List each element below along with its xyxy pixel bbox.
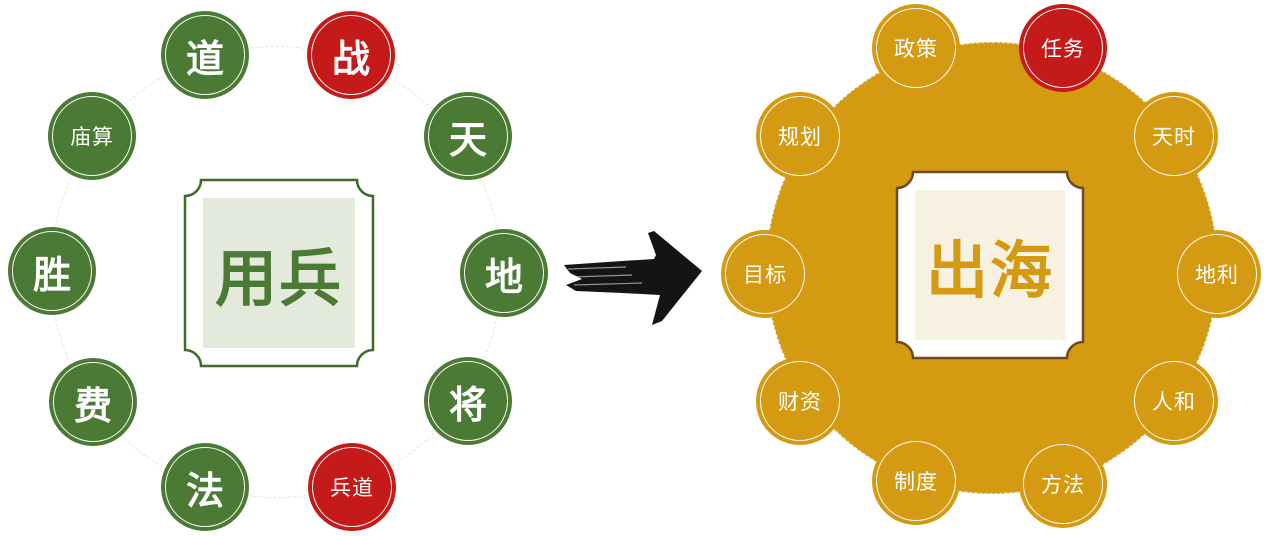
brush-arrow-icon [564, 231, 702, 325]
left-node-bingdao[interactable]: 兵道 [308, 443, 396, 531]
right-node-zhengce[interactable]: 政策 [872, 4, 960, 92]
left-center-label: 用兵 [214, 242, 343, 315]
right-node-mubiao[interactable]: 目标 [721, 230, 809, 318]
left-node-zhan[interactable]: 战 [307, 11, 395, 99]
right-node-fangfa[interactable]: 方法 [1019, 440, 1107, 528]
left-node-fei[interactable]: 费 [49, 358, 137, 446]
right-node-zhidu[interactable]: 制度 [872, 437, 960, 525]
left-node-di[interactable]: 地 [460, 229, 548, 317]
left-node-fa[interactable]: 法 [161, 443, 249, 531]
left-node-sheng[interactable]: 胜 [8, 227, 96, 315]
right-node-renhe[interactable]: 人和 [1130, 357, 1218, 445]
left-node-miaosuan[interactable]: 庙算 [48, 92, 136, 180]
left-center-frame [183, 178, 375, 368]
right-node-tianshi[interactable]: 天时 [1130, 92, 1218, 180]
right-node-caizi[interactable]: 财资 [756, 357, 844, 445]
right-node-guihua[interactable]: 规划 [756, 92, 844, 180]
left-node-tian[interactable]: 天 [424, 92, 512, 180]
right-center-panel: 出海 [895, 170, 1085, 360]
right-node-renwu[interactable]: 任务 [1019, 4, 1107, 92]
right-center-label: 出海 [925, 234, 1054, 307]
left-node-dao[interactable]: 道 [161, 11, 249, 99]
left-node-jiang[interactable]: 将 [424, 357, 512, 445]
right-center-frame [895, 170, 1085, 360]
left-center-panel: 用兵 [183, 178, 375, 368]
right-node-dili[interactable]: 地利 [1173, 230, 1261, 318]
